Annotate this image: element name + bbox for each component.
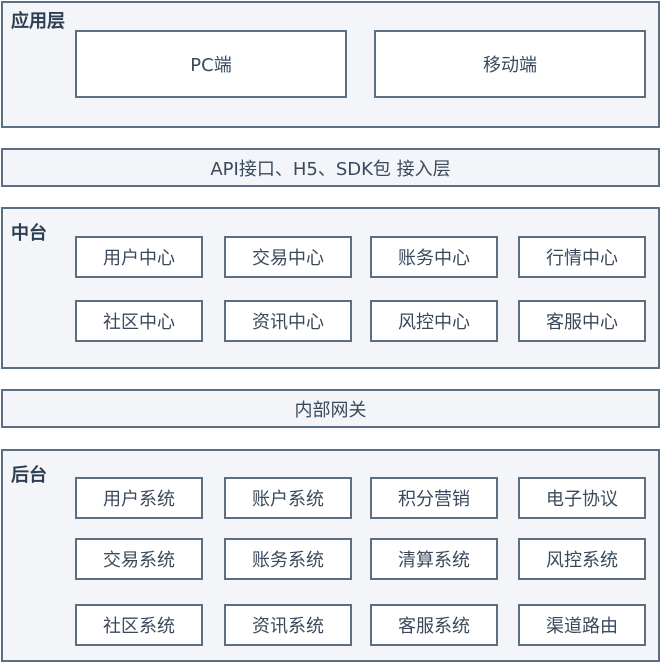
points-marketing-box: 积分营销 — [370, 477, 498, 519]
e-agreement-box: 电子协议 — [518, 477, 646, 519]
backend-title: 后台 — [11, 465, 47, 486]
middle-platform-title: 中台 — [11, 223, 47, 244]
pc-client-box: PC端 — [75, 30, 347, 98]
user-center-box: 用户中心 — [75, 236, 203, 278]
user-system-box: 用户系统 — [75, 477, 203, 519]
accounting-system-box: 账务系统 — [224, 538, 352, 580]
accounting-center-box: 账务中心 — [370, 236, 498, 278]
application-layer-title: 应用层 — [11, 11, 65, 32]
account-system-box: 账户系统 — [224, 477, 352, 519]
community-system-box: 社区系统 — [75, 604, 203, 646]
clearing-system-box: 清算系统 — [370, 538, 498, 580]
access-layer: API接口、H5、SDK包 接入层 — [1, 148, 660, 187]
channel-routing-box: 渠道路由 — [518, 604, 646, 646]
news-system-box: 资讯系统 — [224, 604, 352, 646]
mobile-client-box: 移动端 — [374, 30, 646, 98]
community-center-box: 社区中心 — [75, 300, 203, 342]
internal-gateway-layer: 内部网关 — [1, 389, 660, 428]
trade-center-box: 交易中心 — [224, 236, 352, 278]
risk-system-box: 风控系统 — [518, 538, 646, 580]
risk-center-box: 风控中心 — [370, 300, 498, 342]
service-center-box: 客服中心 — [518, 300, 646, 342]
internal-gateway-label: 内部网关 — [294, 399, 367, 421]
news-center-box: 资讯中心 — [224, 300, 352, 342]
service-system-box: 客服系统 — [370, 604, 498, 646]
trade-system-box: 交易系统 — [75, 538, 203, 580]
access-layer-label: API接口、H5、SDK包 接入层 — [210, 158, 451, 180]
market-center-box: 行情中心 — [518, 236, 646, 278]
middle-platform-layer: 中台 — [1, 207, 660, 369]
